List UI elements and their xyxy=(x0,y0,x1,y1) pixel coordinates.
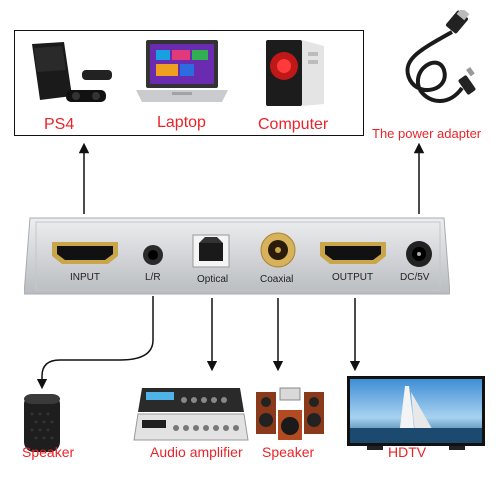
coaxial-port-icon xyxy=(260,232,296,268)
power-adapter-cable-icon xyxy=(405,10,476,103)
dc-power-port-icon xyxy=(406,241,432,267)
laptop-icon xyxy=(136,40,228,102)
audio-amplifier-icon xyxy=(133,388,249,441)
port-label-coaxial: Coaxial xyxy=(260,274,294,285)
source-label-laptop: Laptop xyxy=(157,114,206,131)
port-label-input: INPUT xyxy=(70,272,100,283)
optical-port-icon xyxy=(192,234,230,268)
source-label-computer: Computer xyxy=(258,116,329,133)
output-label-speaker-2: Speaker xyxy=(262,444,315,460)
source-label-ps4: PS4 xyxy=(44,116,75,133)
computer-tower-icon xyxy=(266,40,324,106)
port-label-lr: L/R xyxy=(145,272,161,283)
audio-jack-icon xyxy=(143,245,163,265)
arrow-lr-to-speaker xyxy=(36,296,154,390)
output-label-audio-amplifier: Audio amplifier xyxy=(150,444,243,460)
audio-extractor-device xyxy=(24,217,450,295)
smart-speaker-icon xyxy=(24,394,60,452)
speaker-system-icon xyxy=(256,387,324,440)
ps4-console-icon xyxy=(32,42,112,102)
output-label-hdtv: HDTV xyxy=(388,444,427,460)
port-label-output: OUTPUT xyxy=(332,272,374,283)
output-label-speaker-1: Speaker xyxy=(22,444,75,460)
hdmi-port-icon xyxy=(52,242,118,264)
port-label-dc: DC/5V xyxy=(400,272,430,283)
power-adapter-label: The power adapter xyxy=(372,126,482,141)
port-label-optical: Optical xyxy=(197,274,229,285)
source-devices-box xyxy=(14,30,364,136)
hdtv-icon xyxy=(347,376,485,450)
hdmi-port-icon xyxy=(320,242,386,264)
